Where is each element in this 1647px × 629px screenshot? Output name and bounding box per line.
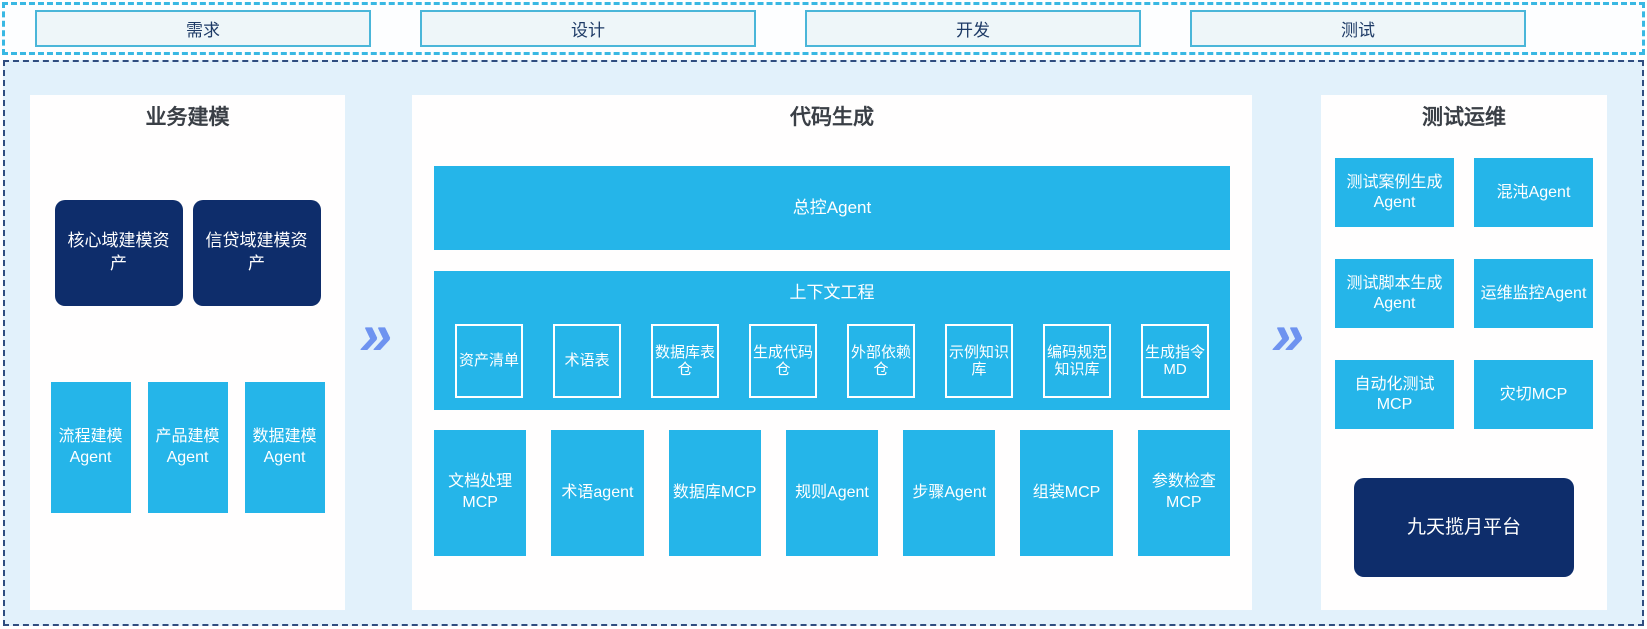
modeling-agent-box: 数据建模Agent: [244, 382, 325, 513]
testops-box: 自动化测试MCP: [1335, 360, 1454, 429]
context-item-row: 资产清单 术语表 数据库表仓 生成代码仓 外部依赖仓 示例知识库 编码规范知识库…: [455, 324, 1209, 398]
testops-box: 混沌Agent: [1474, 158, 1593, 227]
testops-box: 运维监控Agent: [1474, 259, 1593, 328]
context-item-box: 数据库表仓: [651, 324, 719, 398]
context-item-box: 外部依赖仓: [847, 324, 915, 398]
context-item-box: 生成指令MD: [1141, 324, 1209, 398]
modeling-asset-box: 核心域建模资产: [54, 200, 183, 306]
tool-box: 数据库MCP: [668, 430, 761, 556]
context-item-box: 资产清单: [455, 324, 523, 398]
phase-box: 设计: [420, 10, 756, 47]
tool-box: 参数检查MCP: [1137, 430, 1230, 556]
tool-box: 术语agent: [551, 430, 644, 556]
section-title-test-ops: 测试运维: [1422, 106, 1506, 129]
testops-box: 测试脚本生成Agent: [1335, 259, 1454, 328]
context-engineering-box: 上下文工程 资产清单 术语表 数据库表仓 生成代码仓 外部依赖仓 示例知识库 编…: [434, 271, 1230, 410]
section-title-code-generation: 代码生成: [790, 106, 874, 129]
phase-box: 需求: [35, 10, 371, 47]
flow-arrow-icon: »: [1266, 302, 1313, 367]
context-engineering-title: 上下文工程: [789, 283, 875, 302]
testops-grid: 测试案例生成Agent 混沌Agent 测试脚本生成Agent 运维监控Agen…: [1335, 158, 1593, 429]
flow-arrow-icon: »: [354, 302, 401, 367]
testops-box: 灾切MCP: [1474, 360, 1593, 429]
master-agent-bar: 总控Agent: [434, 166, 1230, 250]
main-container: 业务建模 核心域建模资产 信贷域建模资产 流程建模Agent 产品建模Agent…: [3, 60, 1644, 626]
phase-box: 测试: [1190, 10, 1526, 47]
context-item-box: 术语表: [553, 324, 621, 398]
testops-box: 测试案例生成Agent: [1335, 158, 1454, 227]
tool-box: 规则Agent: [785, 430, 879, 556]
phase-box: 开发: [805, 10, 1141, 47]
section-title-business-modeling: 业务建模: [145, 106, 230, 129]
tool-box: 步骤Agent: [903, 430, 996, 556]
context-item-box: 编码规范知识库: [1043, 324, 1111, 398]
tool-row: 文档处理MCP 术语agent 数据库MCP 规则Agent 步骤Agent 组…: [434, 430, 1230, 556]
section-business-modeling: 业务建模 核心域建模资产 信贷域建模资产 流程建模Agent 产品建模Agent…: [30, 95, 345, 610]
modeling-agent-box: 流程建模Agent: [50, 382, 131, 513]
modeling-agent-box: 产品建模Agent: [147, 382, 228, 513]
modeling-asset-box: 信贷域建模资产: [192, 200, 321, 306]
asset-row: 核心域建模资产 信贷域建模资产: [54, 200, 321, 306]
context-item-box: 示例知识库: [945, 324, 1013, 398]
context-item-box: 生成代码仓: [749, 324, 817, 398]
section-code-generation: 代码生成 总控Agent 上下文工程 资产清单 术语表 数据库表仓 生成代码仓 …: [412, 95, 1252, 610]
tool-box: 文档处理MCP: [434, 430, 527, 556]
modeling-agent-row: 流程建模Agent 产品建模Agent 数据建模Agent: [50, 382, 325, 513]
phase-bar: 需求 设计 开发 测试: [2, 2, 1645, 55]
tool-box: 组装MCP: [1020, 430, 1113, 556]
section-test-ops: 测试运维 测试案例生成Agent 混沌Agent 测试脚本生成Agent 运维监…: [1321, 95, 1607, 610]
platform-box: 九天揽月平台: [1354, 478, 1574, 577]
